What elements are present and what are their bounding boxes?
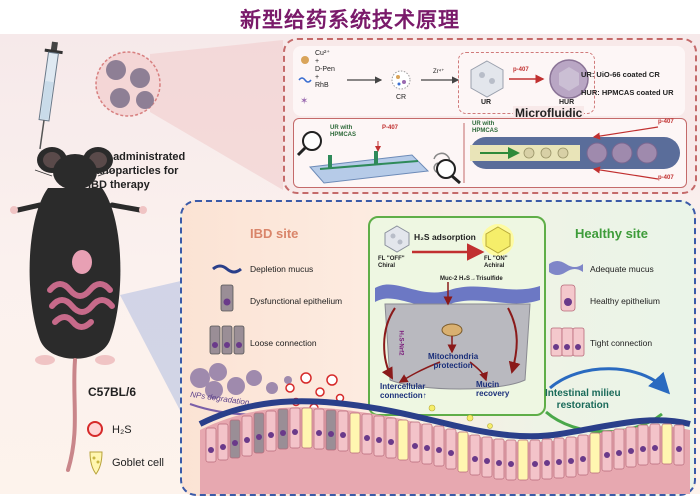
- healthy-site-title: Healthy site: [575, 226, 648, 241]
- microfluidic-title: Microfluidic: [513, 106, 585, 120]
- p407-arrow: [509, 74, 545, 84]
- page-title: 新型给药系统技术原理: [240, 8, 460, 32]
- hur-particle-icon: [549, 59, 589, 99]
- synthesis-panel: ✶ Cu²⁺ + D-Pen + RhB CR Zr⁴⁺: [283, 38, 697, 194]
- milieu-label: Intestinal milieu restoration: [545, 388, 621, 411]
- h2s-legend-icon: [87, 421, 103, 437]
- pathway-side-label: H₂S-Nrf2: [397, 330, 404, 356]
- ur-with-hpmcas-left: UR with HPMCAS: [330, 125, 357, 138]
- h2s-adsorption-arrow: [412, 243, 485, 261]
- synthesis-top-area: ✶ Cu²⁺ + D-Pen + RhB CR Zr⁴⁺: [293, 46, 685, 116]
- p407-label: p-407: [513, 67, 529, 73]
- p407-small-label: P-407: [382, 125, 399, 131]
- fl-on-label: FL "ON" Achiral: [484, 256, 508, 269]
- p407-right-bottom: p-407: [658, 175, 674, 181]
- goblet-cell-icon: [89, 451, 103, 475]
- ibd-site-title: IBD site: [250, 226, 299, 241]
- tight-connection-icon: [550, 327, 585, 357]
- h2s-adsorption-label: H₂S adsorption: [414, 232, 476, 242]
- ibd-legend-mucus: Depletion mucus: [250, 264, 314, 274]
- loose-connection-icon: [209, 325, 245, 355]
- h2s-legend-label: H₂S: [112, 424, 132, 436]
- p407-right-top: p-407: [658, 119, 674, 125]
- depletion-mucus-icon: [212, 264, 242, 274]
- legend-hur: HUR: HPMCAS coated UR: [581, 88, 674, 97]
- ur-particle-icon: [470, 60, 504, 98]
- legend-ur: UR: UiO-66 coated CR: [581, 70, 660, 79]
- ur-hur-box: p-407 UR HUR: [458, 52, 595, 114]
- oral-text-line2: Nanoparticles for: [88, 165, 179, 177]
- healthy-legend-epithelium: Healthy epithelium: [590, 296, 660, 306]
- intercellular-label: Intercellular connection↑: [380, 382, 427, 400]
- hur-label: HUR: [559, 99, 575, 106]
- reagent-icons: ✶: [298, 56, 312, 107]
- zr-label: Zr⁴⁺: [433, 69, 445, 75]
- ur-with-hpmcas-right: UR with HPMCAS: [472, 121, 499, 134]
- fl-on-particle: [482, 224, 514, 256]
- fl-off-particle: [384, 225, 410, 253]
- dysfunctional-epithelium-icon: [220, 284, 234, 312]
- mouse-strain-label: C57BL/6: [88, 385, 137, 399]
- mitochondria-label: Mitochondria protection: [428, 352, 479, 370]
- healthy-epithelium-icon: [560, 284, 576, 312]
- svg-text:✶: ✶: [300, 96, 308, 107]
- microfluidic-box: UR with HPMCAS P-407 UR with HPMCAS p-40…: [293, 118, 687, 188]
- goblet-legend-label: Goblet cell: [112, 457, 164, 469]
- oral-text-line3: IBD therapy: [88, 179, 150, 191]
- healthy-legend-mucus: Adequate mucus: [590, 264, 654, 274]
- ibd-legend-epithelium: Dysfunctional epithelium: [250, 296, 343, 306]
- reaction-label: Muc-2 H₂S→Trisulfide: [440, 276, 503, 282]
- healthy-legend-connection: Tight connection: [590, 338, 653, 348]
- reagent-list: Cu²⁺ + D-Pen + RhB: [315, 50, 335, 89]
- fl-off-label: FL "OFF" Chiral: [378, 256, 405, 269]
- ur-label: UR: [481, 99, 492, 106]
- mucin-label: Mucin recovery: [476, 380, 510, 398]
- ibd-legend-connection: Loose connection: [250, 338, 317, 348]
- cr-label: CR: [396, 94, 407, 101]
- microfluidic-chip: [296, 123, 680, 185]
- synthesis-arrows: [347, 70, 460, 90]
- adequate-mucus-icon: [549, 261, 583, 275]
